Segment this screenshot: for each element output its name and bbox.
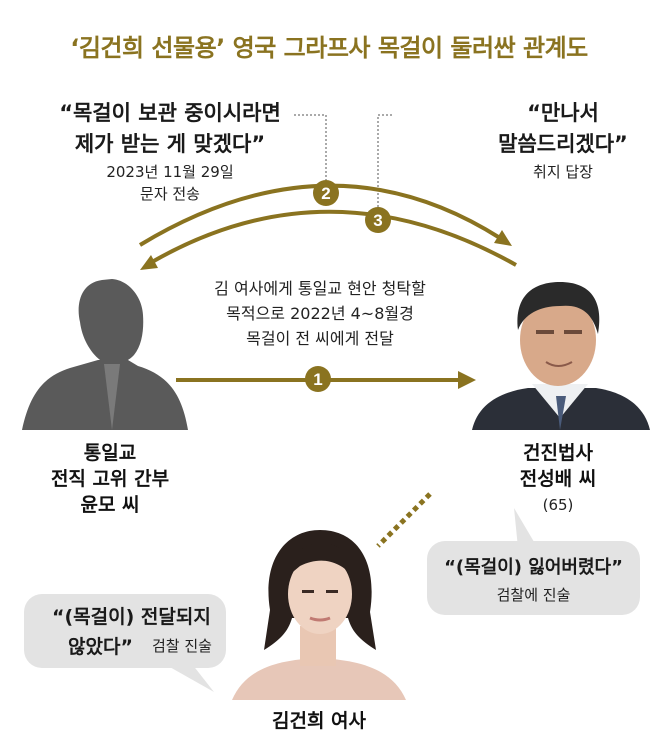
person-right-label: 건진법사 전성배 씨 (65) bbox=[458, 440, 658, 516]
person-left-label: 통일교 전직 고위 간부 윤모 씨 bbox=[10, 440, 210, 518]
photo-man-icon bbox=[472, 282, 650, 430]
delivery-description: 김 여사에게 통일교 현안 청탁할 목적으로 2022년 4~8월경 목걸이 전… bbox=[170, 276, 470, 351]
step-2-label: 2 bbox=[321, 184, 330, 203]
person-left-line1: 통일교 bbox=[83, 442, 137, 464]
dashed-connector bbox=[376, 492, 432, 548]
quote-left-date: 2023년 11월 29일 bbox=[106, 163, 234, 181]
person-bottom-label: 김건희 여사 bbox=[219, 708, 419, 734]
bubble-left: “(목걸이) 전달되지 않았다” 검찰 진술 bbox=[24, 594, 226, 668]
arrow-head-3 bbox=[140, 255, 158, 270]
quote-left-method: 문자 전송 bbox=[140, 185, 200, 203]
quote-right-note: 취지 답장 bbox=[533, 163, 593, 181]
delivery-line1: 김 여사에게 통일교 현안 청탁할 bbox=[214, 279, 426, 298]
person-bottom-name: 김건희 여사 bbox=[271, 710, 366, 732]
delivery-line2: 목적으로 2022년 4~8월경 bbox=[226, 304, 414, 323]
leader-line-3 bbox=[377, 114, 392, 208]
leader-line-2 bbox=[294, 114, 327, 180]
person-right-line2: 전성배 씨 bbox=[519, 468, 597, 490]
quote-left-block: “목걸이 보관 중이시라면 제가 받는 게 맞겠다” 2023년 11월 29일… bbox=[20, 98, 320, 205]
person-left-line3: 윤모 씨 bbox=[80, 494, 140, 516]
delivery-line3: 목걸이 전 씨에게 전달 bbox=[246, 329, 394, 348]
person-right-line1: 건진법사 bbox=[523, 442, 593, 464]
step-1-badge bbox=[305, 366, 331, 392]
bubble-left-line1: “(목걸이) 전달되지 bbox=[52, 606, 211, 628]
bubble-left-tail bbox=[168, 664, 214, 692]
quote-left-line2: 제가 받는 게 맞겠다” bbox=[74, 132, 266, 156]
bubble-right-note: 검찰에 진술 bbox=[496, 586, 571, 604]
arrow-head-2 bbox=[494, 230, 512, 246]
bubble-right-quote: “(목걸이) 잃어버렸다” bbox=[444, 557, 623, 578]
bubble-left-line2: 않았다” bbox=[68, 636, 133, 658]
quote-right-line2: 말씀드리겠다” bbox=[498, 132, 628, 156]
step-2-badge bbox=[313, 180, 339, 206]
person-left-line2: 전직 고위 간부 bbox=[50, 468, 170, 490]
photo-woman-icon bbox=[232, 530, 406, 700]
bubble-right: “(목걸이) 잃어버렸다” 검찰에 진술 bbox=[427, 541, 640, 615]
step-3-label: 3 bbox=[373, 211, 382, 230]
person-right-age: (65) bbox=[542, 496, 574, 514]
step-1-label: 1 bbox=[313, 370, 322, 389]
silhouette-person-icon bbox=[22, 279, 188, 430]
arrow-arc-3 bbox=[151, 209, 517, 267]
bubble-left-note: 검찰 진술 bbox=[152, 637, 212, 655]
step-3-badge bbox=[365, 207, 391, 233]
quote-left-line1: “목걸이 보관 중이시라면 bbox=[59, 101, 281, 125]
diagram-title: ‘김건희 선물용’ 영국 그라프사 목걸이 둘러싼 관계도 bbox=[70, 34, 588, 62]
quote-right-block: “만나서 말씀드리겠다” 취지 답장 bbox=[468, 98, 658, 183]
arrow-head-1 bbox=[458, 371, 476, 389]
quote-right-line1: “만나서 bbox=[527, 101, 599, 125]
